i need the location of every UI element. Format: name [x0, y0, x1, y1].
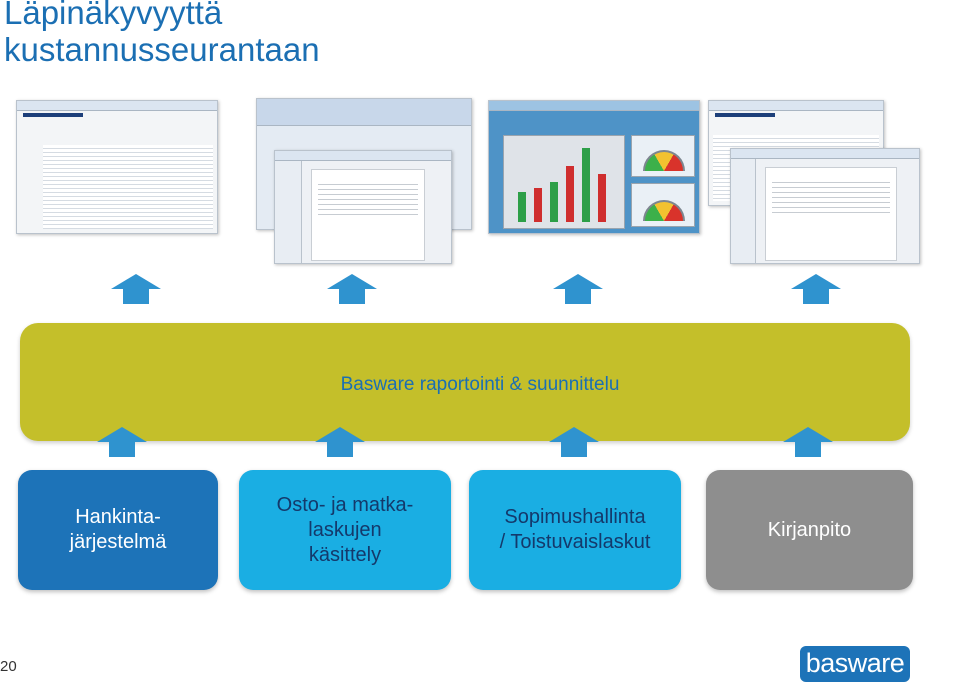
source-box-accounting: Kirjanpito [706, 470, 913, 590]
source-box-label: Sopimushallinta / Toistuvaislaskut [499, 506, 651, 553]
source-box-label: Osto- ja matka- laskujen käsittely [276, 493, 414, 566]
dashboard-bar [550, 182, 558, 222]
source-box-contract-management: Sopimushallinta / Toistuvaislaskut [469, 470, 681, 590]
up-arrow-icon [549, 427, 599, 457]
dashboard-gauge [643, 150, 685, 171]
dashboard-bar-chart [503, 135, 625, 229]
screenshot-sidebar [731, 159, 756, 263]
screenshot-invoice-document [311, 169, 425, 261]
screenshot-titlebar [17, 101, 217, 111]
dashboard-bar [518, 192, 526, 222]
source-box-label: Kirjanpito [767, 518, 852, 541]
up-arrow-icon [111, 274, 161, 304]
screenshot-office-invoice-view [274, 150, 452, 264]
screenshot-titlebar [257, 99, 471, 126]
reporting-band [20, 323, 910, 441]
dashboard-bar [534, 188, 542, 222]
screenshot-titlebar [489, 101, 699, 111]
page-title: Läpinäkyvyyttä kustannusseurantaan [4, 0, 320, 68]
dashboard-gauge-panel-1 [631, 135, 695, 177]
up-arrow-icon [97, 427, 147, 457]
up-arrow-icon [315, 427, 365, 457]
screenshot-titlebar [709, 101, 883, 111]
screenshot-procurement-report [16, 100, 218, 234]
dashboard-bar [598, 174, 606, 222]
source-box-label: Hankinta- järjestelmä [69, 506, 167, 553]
title-line-2: kustannusseurantaan [4, 31, 320, 68]
reporting-band-label: Basware raportointi & suunnittelu [340, 374, 620, 395]
screenshot-titlebar [731, 149, 919, 159]
dashboard-bar [582, 148, 590, 222]
source-box-procurement-system: Hankinta- järjestelmä [18, 470, 218, 590]
screenshot-heading [23, 113, 83, 117]
screenshot-table [43, 145, 213, 229]
up-arrow-icon [327, 274, 377, 304]
screenshot-invoice-overlay [730, 148, 920, 264]
page-number: 20 [0, 658, 17, 675]
up-arrow-icon [791, 274, 841, 304]
dashboard-gauge [643, 200, 685, 221]
up-arrow-icon [783, 427, 833, 457]
up-arrow-icon [553, 274, 603, 304]
source-box-invoice-processing: Osto- ja matka- laskujen käsittely [239, 470, 451, 590]
screenshot-heading [715, 113, 775, 117]
basware-logo: basware [800, 646, 910, 682]
screenshot-sidebar [275, 161, 302, 263]
screenshot-dashboard-bar-gauge [488, 100, 700, 234]
title-line-1: Läpinäkyvyyttä [4, 0, 223, 31]
dashboard-bar [566, 166, 574, 222]
screenshot-invoice-document [765, 167, 897, 261]
dashboard-gauge-panel-2 [631, 183, 695, 227]
screenshot-titlebar [275, 151, 451, 161]
